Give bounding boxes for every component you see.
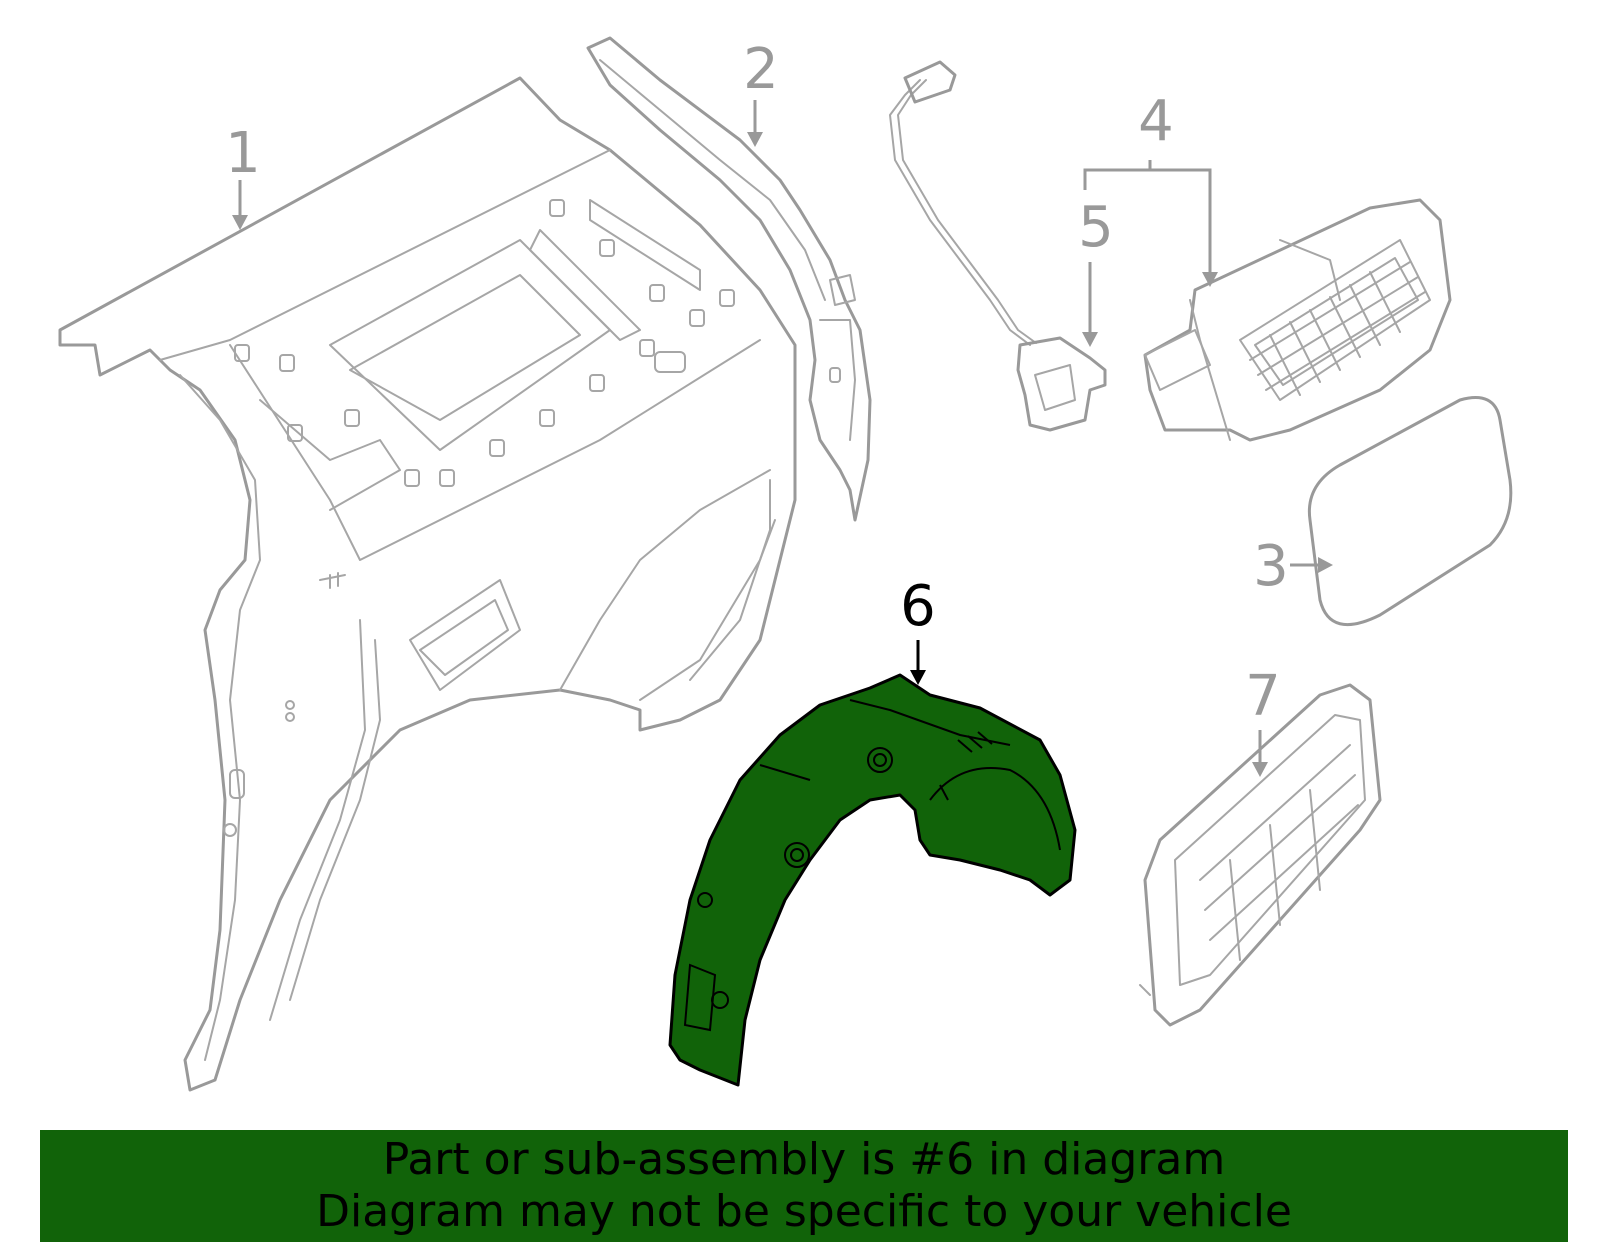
callout-4: 4: [1138, 89, 1174, 154]
quarter-panel-part[interactable]: [58, 76, 797, 1092]
pressure-vent-part[interactable]: [1139, 683, 1382, 1027]
callout-3: 3: [1253, 534, 1289, 599]
fuel-door-part[interactable]: [1307, 396, 1513, 627]
parts-diagram: 1 2 3 4 5 6 7: [58, 36, 1513, 1092]
callout-6: 6: [900, 574, 936, 639]
callout-7: 7: [1245, 664, 1281, 729]
callout-5: 5: [1078, 195, 1114, 260]
fuel-door-actuator-part[interactable]: [889, 60, 1107, 432]
reinforcement-part[interactable]: [586, 36, 872, 522]
leader-lines: [232, 100, 1333, 777]
callout-2: 2: [743, 37, 779, 102]
banner-line-1: Part or sub-assembly is #6 in diagram: [382, 1134, 1226, 1185]
fuel-filler-housing-part[interactable]: [1143, 198, 1452, 442]
info-banner: Part or sub-assembly is #6 in diagram Di…: [40, 1130, 1568, 1242]
callout-1: 1: [225, 121, 261, 186]
wheelhouse-liner-part[interactable]: [668, 673, 1077, 1087]
banner-line-2: Diagram may not be specific to your vehi…: [316, 1186, 1292, 1237]
